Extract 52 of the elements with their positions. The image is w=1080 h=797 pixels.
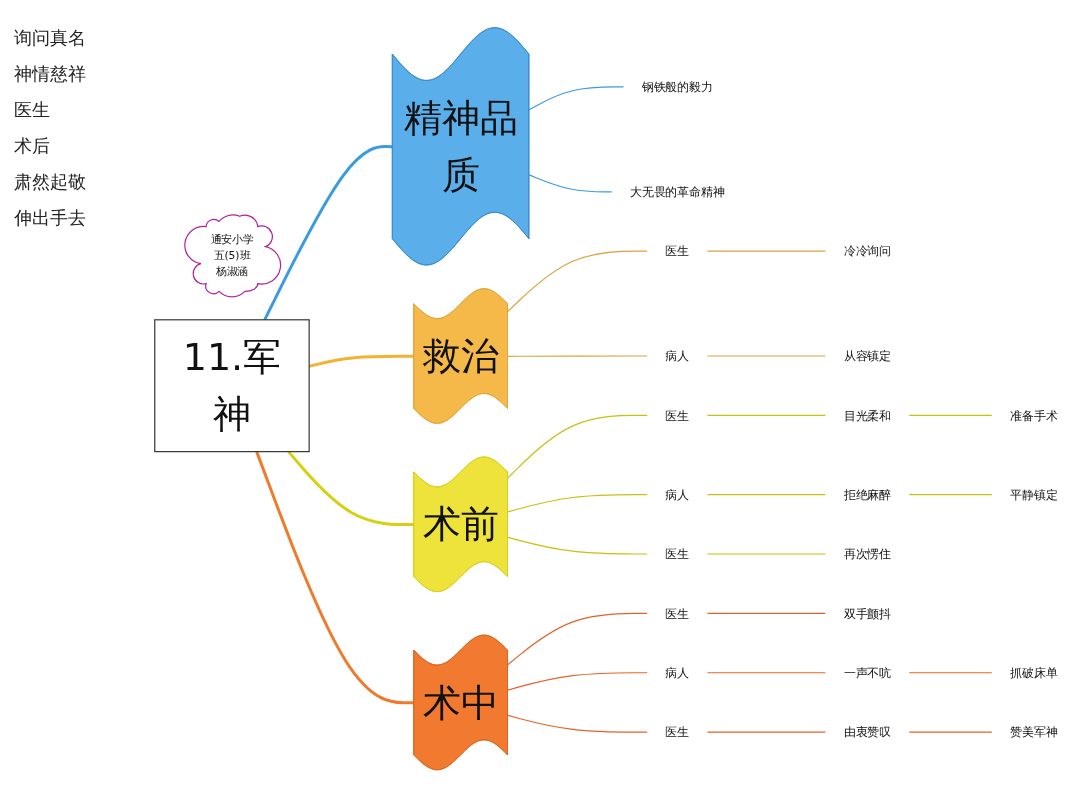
connector — [507, 355, 649, 357]
node-text: 医生 — [665, 605, 690, 621]
connector — [908, 493, 993, 495]
connector — [507, 493, 649, 513]
note-text: 肃然起敬 — [14, 170, 86, 194]
connector — [528, 174, 613, 193]
connector — [908, 414, 993, 416]
node-text: 赞美军神 — [1009, 724, 1058, 739]
connector — [706, 612, 827, 614]
connector — [908, 731, 993, 733]
node-text: 拒绝麻醉 — [843, 487, 892, 502]
connector — [706, 493, 827, 495]
node-text: 钢铁般的毅力 — [641, 79, 713, 94]
connector — [706, 250, 827, 252]
connector — [706, 731, 827, 733]
node-text: 医生 — [665, 408, 690, 423]
node-text: 病人 — [665, 487, 690, 502]
note-text: 伸出手去 — [14, 206, 86, 230]
node-text: 抓破床单 — [1009, 665, 1058, 680]
connector — [908, 671, 993, 674]
connector — [528, 86, 625, 111]
node-text: 病人 — [665, 348, 690, 363]
note-text: 询问真名 — [14, 26, 86, 50]
node-text: 大无畏的革命精神 — [629, 184, 725, 199]
node-text: 医生 — [665, 724, 690, 739]
node-text: 平静镇定 — [1009, 487, 1058, 502]
connector — [706, 671, 827, 674]
connector — [287, 450, 414, 526]
node-text: 冷冷询问 — [843, 243, 892, 259]
connector — [507, 714, 649, 733]
node-text: 医生 — [665, 243, 690, 259]
connector — [507, 612, 649, 666]
note-text: 医生 — [14, 98, 50, 122]
note-text: 神情慈祥 — [14, 62, 86, 86]
node-text: 由衷赞叹 — [843, 724, 892, 739]
node-text: 一声不吭 — [843, 665, 892, 680]
connector — [263, 144, 393, 321]
connector — [507, 536, 649, 555]
node-text: 目光柔和 — [843, 408, 892, 423]
note-text: 术后 — [14, 134, 50, 158]
connector — [507, 671, 649, 691]
node-text: 医生 — [665, 546, 690, 561]
connector — [507, 414, 649, 479]
node-text: 病人 — [665, 665, 690, 680]
node-text: 双手颤抖 — [843, 605, 892, 621]
node-text: 准备手术 — [1009, 408, 1058, 423]
node-text: 再次愣住 — [843, 546, 892, 561]
connector — [255, 450, 414, 704]
connector — [507, 250, 649, 312]
node-box: 11.军神 — [154, 318, 310, 452]
connector — [706, 414, 827, 416]
node-text: 从容镇定 — [843, 348, 892, 363]
